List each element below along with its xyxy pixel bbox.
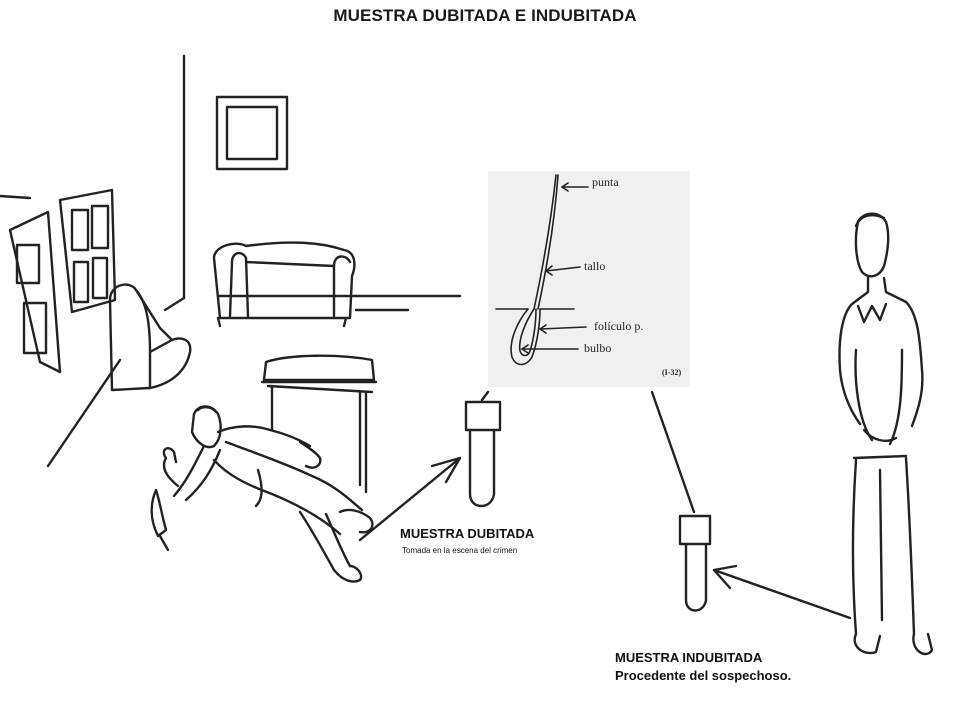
room-walls	[0, 54, 462, 468]
victim-figure-icon	[162, 405, 374, 583]
sofa-icon	[212, 241, 356, 328]
questioned-sample-subtitle: Tomada en la escena del crimen	[402, 546, 518, 555]
hair-label-shaft: tallo	[584, 259, 606, 273]
arrow-victim-to-questioned-sample	[358, 456, 462, 542]
hair-label-follicle: folículo p.	[594, 319, 644, 333]
known-sample-tube-icon	[678, 514, 712, 612]
picture-frame-icon	[215, 95, 289, 171]
arrow-suspect-to-known-sample	[712, 564, 852, 620]
side-table-icon	[260, 354, 378, 494]
line-inset-to-known-sample	[650, 390, 696, 514]
hair-structure-inset: punta tallo folículo p. bulbo (I-32)	[488, 171, 690, 387]
figure-code: (I-32)	[662, 368, 682, 377]
hair-strand-diagram	[495, 174, 589, 366]
knife-icon	[150, 488, 170, 552]
questioned-sample-tube-icon	[464, 390, 502, 508]
known-sample-title: MUESTRA INDUBITADA	[615, 650, 763, 665]
diagram-title: MUESTRA DUBITADA E INDUBITADA	[333, 6, 637, 25]
hair-label-bulb: bulbo	[584, 341, 612, 355]
hair-label-tip: punta	[592, 175, 619, 189]
questioned-sample-title: MUESTRA DUBITADA	[400, 526, 535, 541]
armchair-icon	[108, 283, 192, 392]
known-sample-subtitle: Procedente del sospechoso.	[615, 668, 792, 683]
suspect-figure-icon	[838, 212, 934, 656]
door-icon	[8, 188, 117, 374]
